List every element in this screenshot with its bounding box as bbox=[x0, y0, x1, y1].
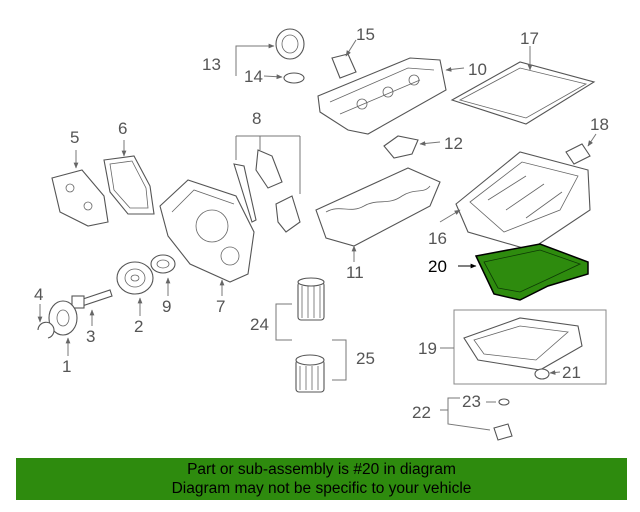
part-25-filter-housing bbox=[295, 339, 347, 393]
callout-9: 9 bbox=[162, 297, 171, 316]
callout-14: 14 bbox=[244, 67, 263, 86]
part-7-timing-cover bbox=[159, 179, 255, 296]
part-11-head-gasket bbox=[315, 167, 441, 262]
part-23-oring bbox=[447, 397, 510, 410]
callout-12: 12 bbox=[444, 134, 463, 153]
part-4-ring bbox=[37, 304, 55, 339]
part-13-cap bbox=[235, 28, 305, 62]
callout-24: 24 bbox=[250, 315, 269, 334]
callout-25: 25 bbox=[356, 349, 375, 368]
callout-13: 13 bbox=[202, 55, 221, 74]
callout-6: 6 bbox=[118, 119, 127, 138]
part-21-drain-plug bbox=[534, 368, 561, 380]
part-10-valve-cover bbox=[317, 57, 465, 135]
info-banner: Part or sub-assembly is #20 in diagram D… bbox=[16, 458, 627, 500]
part-15-sensor bbox=[331, 39, 357, 79]
callout-7: 7 bbox=[216, 297, 225, 316]
callout-1: 1 bbox=[62, 357, 71, 376]
part-5-plate bbox=[51, 150, 109, 227]
callout-5: 5 bbox=[70, 128, 79, 147]
banner-line-1: Part or sub-assembly is #20 in diagram bbox=[187, 461, 456, 478]
part-8-chain-guides bbox=[233, 135, 301, 233]
part-9-seal bbox=[150, 254, 176, 296]
callout-17: 17 bbox=[520, 29, 539, 48]
exploded-parts-diagram: 5 6 8 7 9 2 3 1 4 13 14 15 10 12 17 18 1… bbox=[34, 25, 609, 441]
callout-3: 3 bbox=[86, 327, 95, 346]
callout-4: 4 bbox=[34, 285, 43, 304]
callout-18: 18 bbox=[590, 115, 609, 134]
part-12-gasket bbox=[383, 135, 441, 159]
part-14-oring bbox=[235, 62, 305, 84]
part-20-gasket-highlighted bbox=[458, 243, 589, 301]
callout-20: 20 bbox=[428, 257, 447, 276]
callout-2: 2 bbox=[134, 317, 143, 336]
callout-11: 11 bbox=[346, 263, 364, 282]
part-24-filter bbox=[275, 277, 325, 341]
part-17-gasket bbox=[450, 46, 596, 125]
part-6-gasket bbox=[103, 140, 155, 215]
part-3-bolt bbox=[71, 289, 113, 326]
callout-8: 8 bbox=[252, 109, 261, 128]
part-22-dipstick bbox=[440, 409, 513, 441]
callout-16: 16 bbox=[428, 229, 447, 248]
callout-21: 21 bbox=[562, 363, 581, 382]
callout-19: 19 bbox=[418, 339, 437, 358]
callout-15: 15 bbox=[356, 25, 375, 44]
part-16-oil-pan bbox=[439, 151, 591, 251]
part-18-sensor bbox=[565, 133, 597, 165]
part-19-lower-pan-box bbox=[440, 309, 607, 385]
banner-line-2: Diagram may not be specific to your vehi… bbox=[171, 480, 472, 497]
callout-23: 23 bbox=[462, 392, 481, 411]
callout-10: 10 bbox=[468, 60, 487, 79]
part-1-pulley bbox=[48, 300, 78, 356]
part-2-pulley bbox=[116, 261, 154, 316]
callout-22: 22 bbox=[412, 403, 431, 422]
